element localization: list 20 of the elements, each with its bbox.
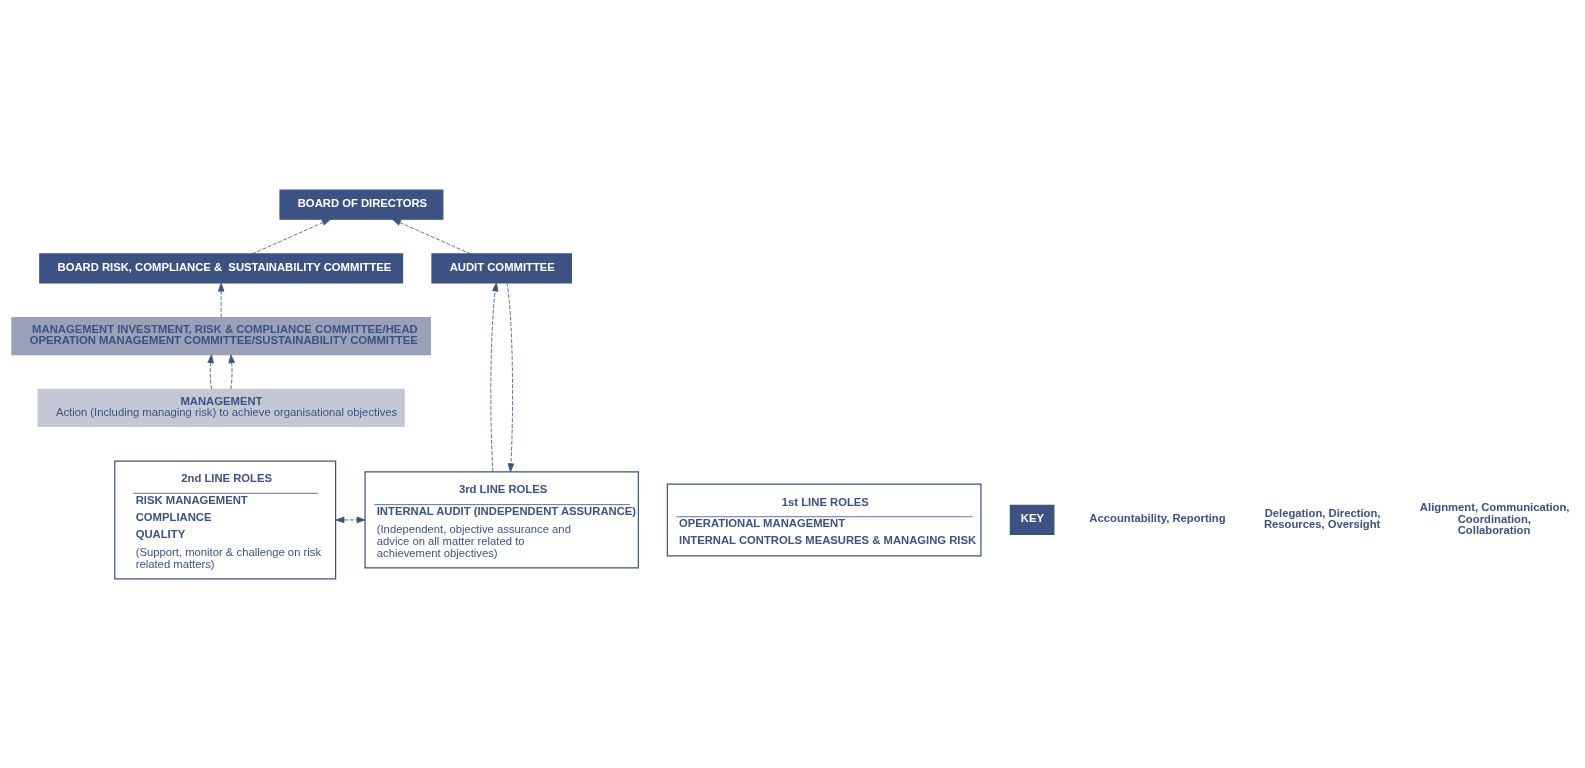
arrow bbox=[506, 282, 515, 472]
node-box: BOARD OF DIRECTORS bbox=[279, 189, 444, 220]
node-box: 3rd LINE ROLES INTERNAL AUDIT (INDEPENDENT ASSURANCE) (Independent, objective assurance and advice on all matter related to achievement objectives) bbox=[364, 470, 639, 568]
arrow bbox=[207, 353, 214, 389]
label: KEY bbox=[1020, 511, 1045, 524]
legend-label: Delegation, Direction, Resources, Oversight bbox=[1263, 506, 1381, 530]
arrow bbox=[490, 282, 499, 472]
arrow bbox=[335, 516, 366, 523]
node-box: MANAGEMENT Action (Including managing risk) to achieve organisational objectives bbox=[37, 388, 405, 427]
node-box: 1st LINE ROLES OPERATIONAL MANAGEMENT INTERNAL CONTROLS MEASURES & MANAGING RISK bbox=[666, 482, 982, 556]
arrow bbox=[217, 282, 225, 318]
legend-label: Alignment, Communication, Coordination, Collaboration bbox=[1419, 500, 1570, 536]
node-box: BOARD RISK, COMPLIANCE & SUSTAINABILITY COMMITTEE bbox=[39, 252, 404, 284]
arrow bbox=[228, 353, 235, 389]
legend-label: Accountability, Reporting bbox=[1089, 511, 1226, 524]
node-box: AUDIT COMMITTEE bbox=[431, 252, 573, 284]
arrow bbox=[392, 218, 471, 254]
node-box: 2nd LINE ROLES RISK MANAGEMENT COMPLIANCE QUALITY (Support, monitor & challenge on risk related matters) bbox=[114, 459, 337, 579]
node-box: MANAGEMENT INVESTMENT, RISK & COMPLIANCE COMMITTEE/HEAD OPERATION MANAGEMENT COMMITTEE/SUSTAINABILITY COMMITTEE bbox=[11, 316, 431, 355]
arrow bbox=[251, 218, 331, 254]
